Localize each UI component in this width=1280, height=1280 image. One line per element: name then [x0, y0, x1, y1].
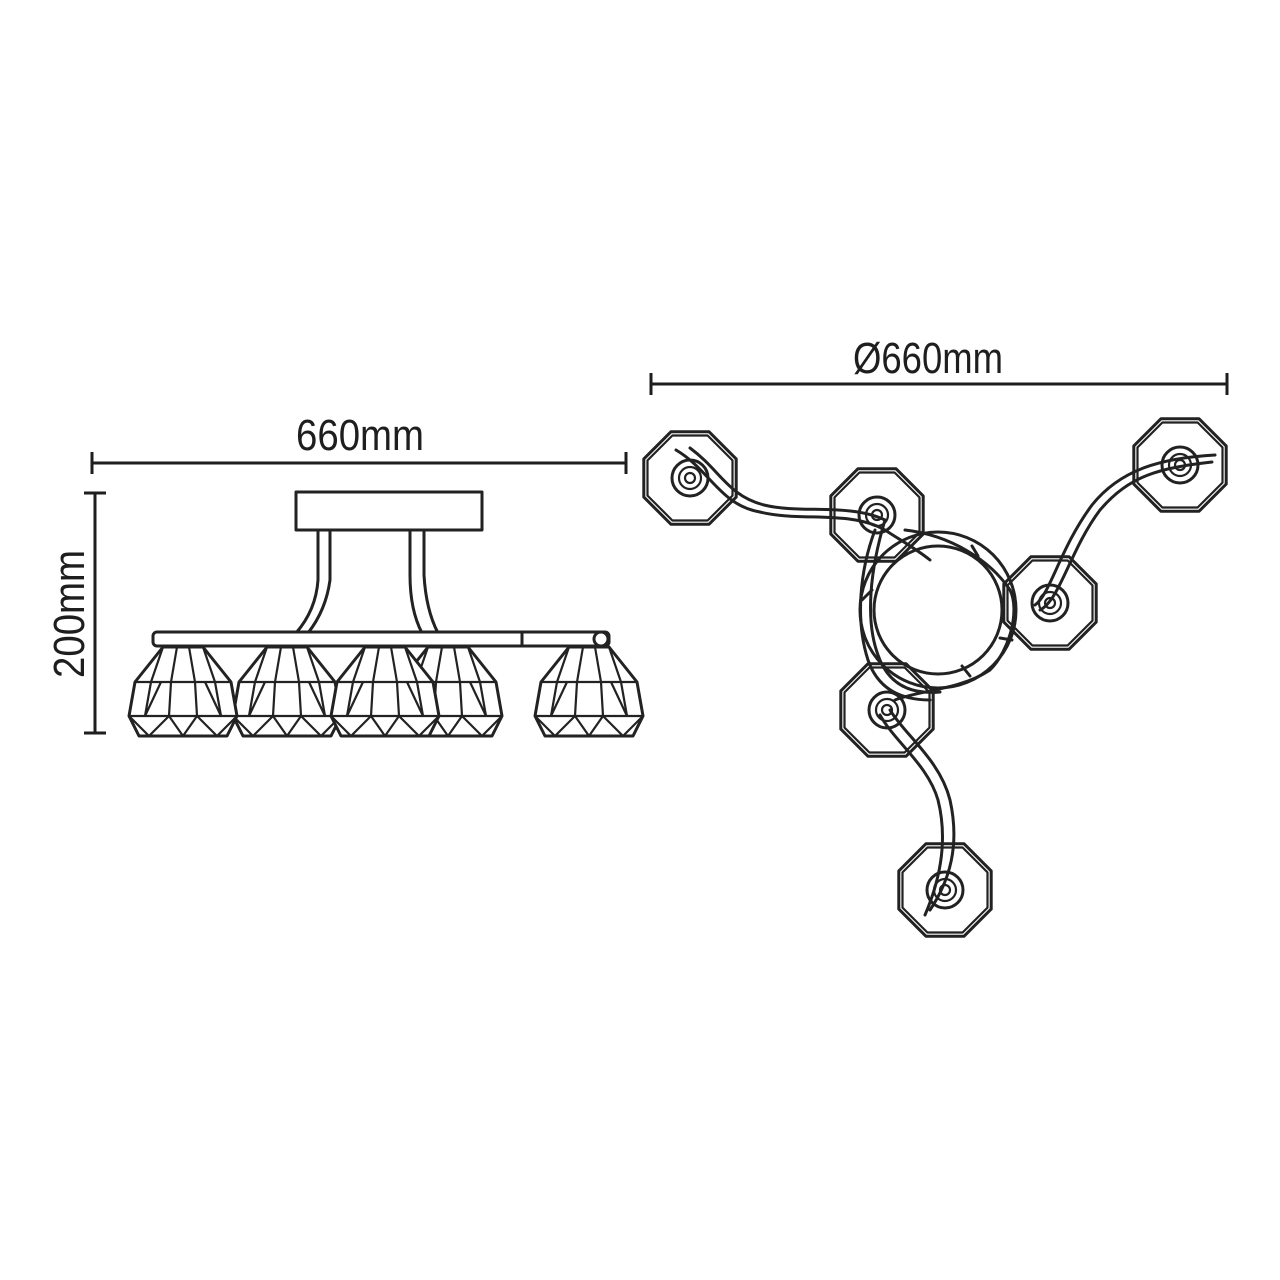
octagon-rim — [1132, 417, 1228, 513]
shade — [329, 645, 441, 738]
swirl-arms — [674, 446, 1217, 917]
side-height-dimension: 200mm — [45, 491, 106, 735]
shade — [127, 645, 239, 738]
side-view: 660mm 200mm — [45, 411, 645, 738]
top-diameter-label: Ø660mm — [853, 334, 1003, 383]
octagon-rim — [897, 842, 993, 938]
horizontal-arm — [151, 630, 611, 648]
side-width-dimension: 660mm — [90, 411, 628, 474]
shade-rims — [642, 417, 1228, 938]
side-width-label: 660mm — [296, 411, 424, 460]
octagon-rim — [839, 662, 935, 758]
support-stems — [294, 528, 440, 635]
shade — [533, 645, 645, 738]
top-view: Ø660mm — [642, 334, 1229, 938]
ceiling-plate — [294, 490, 484, 532]
shade — [231, 645, 343, 738]
crystal-shades — [127, 645, 645, 738]
side-height-label: 200mm — [45, 550, 94, 678]
top-diameter-dimension: Ø660mm — [649, 334, 1229, 395]
